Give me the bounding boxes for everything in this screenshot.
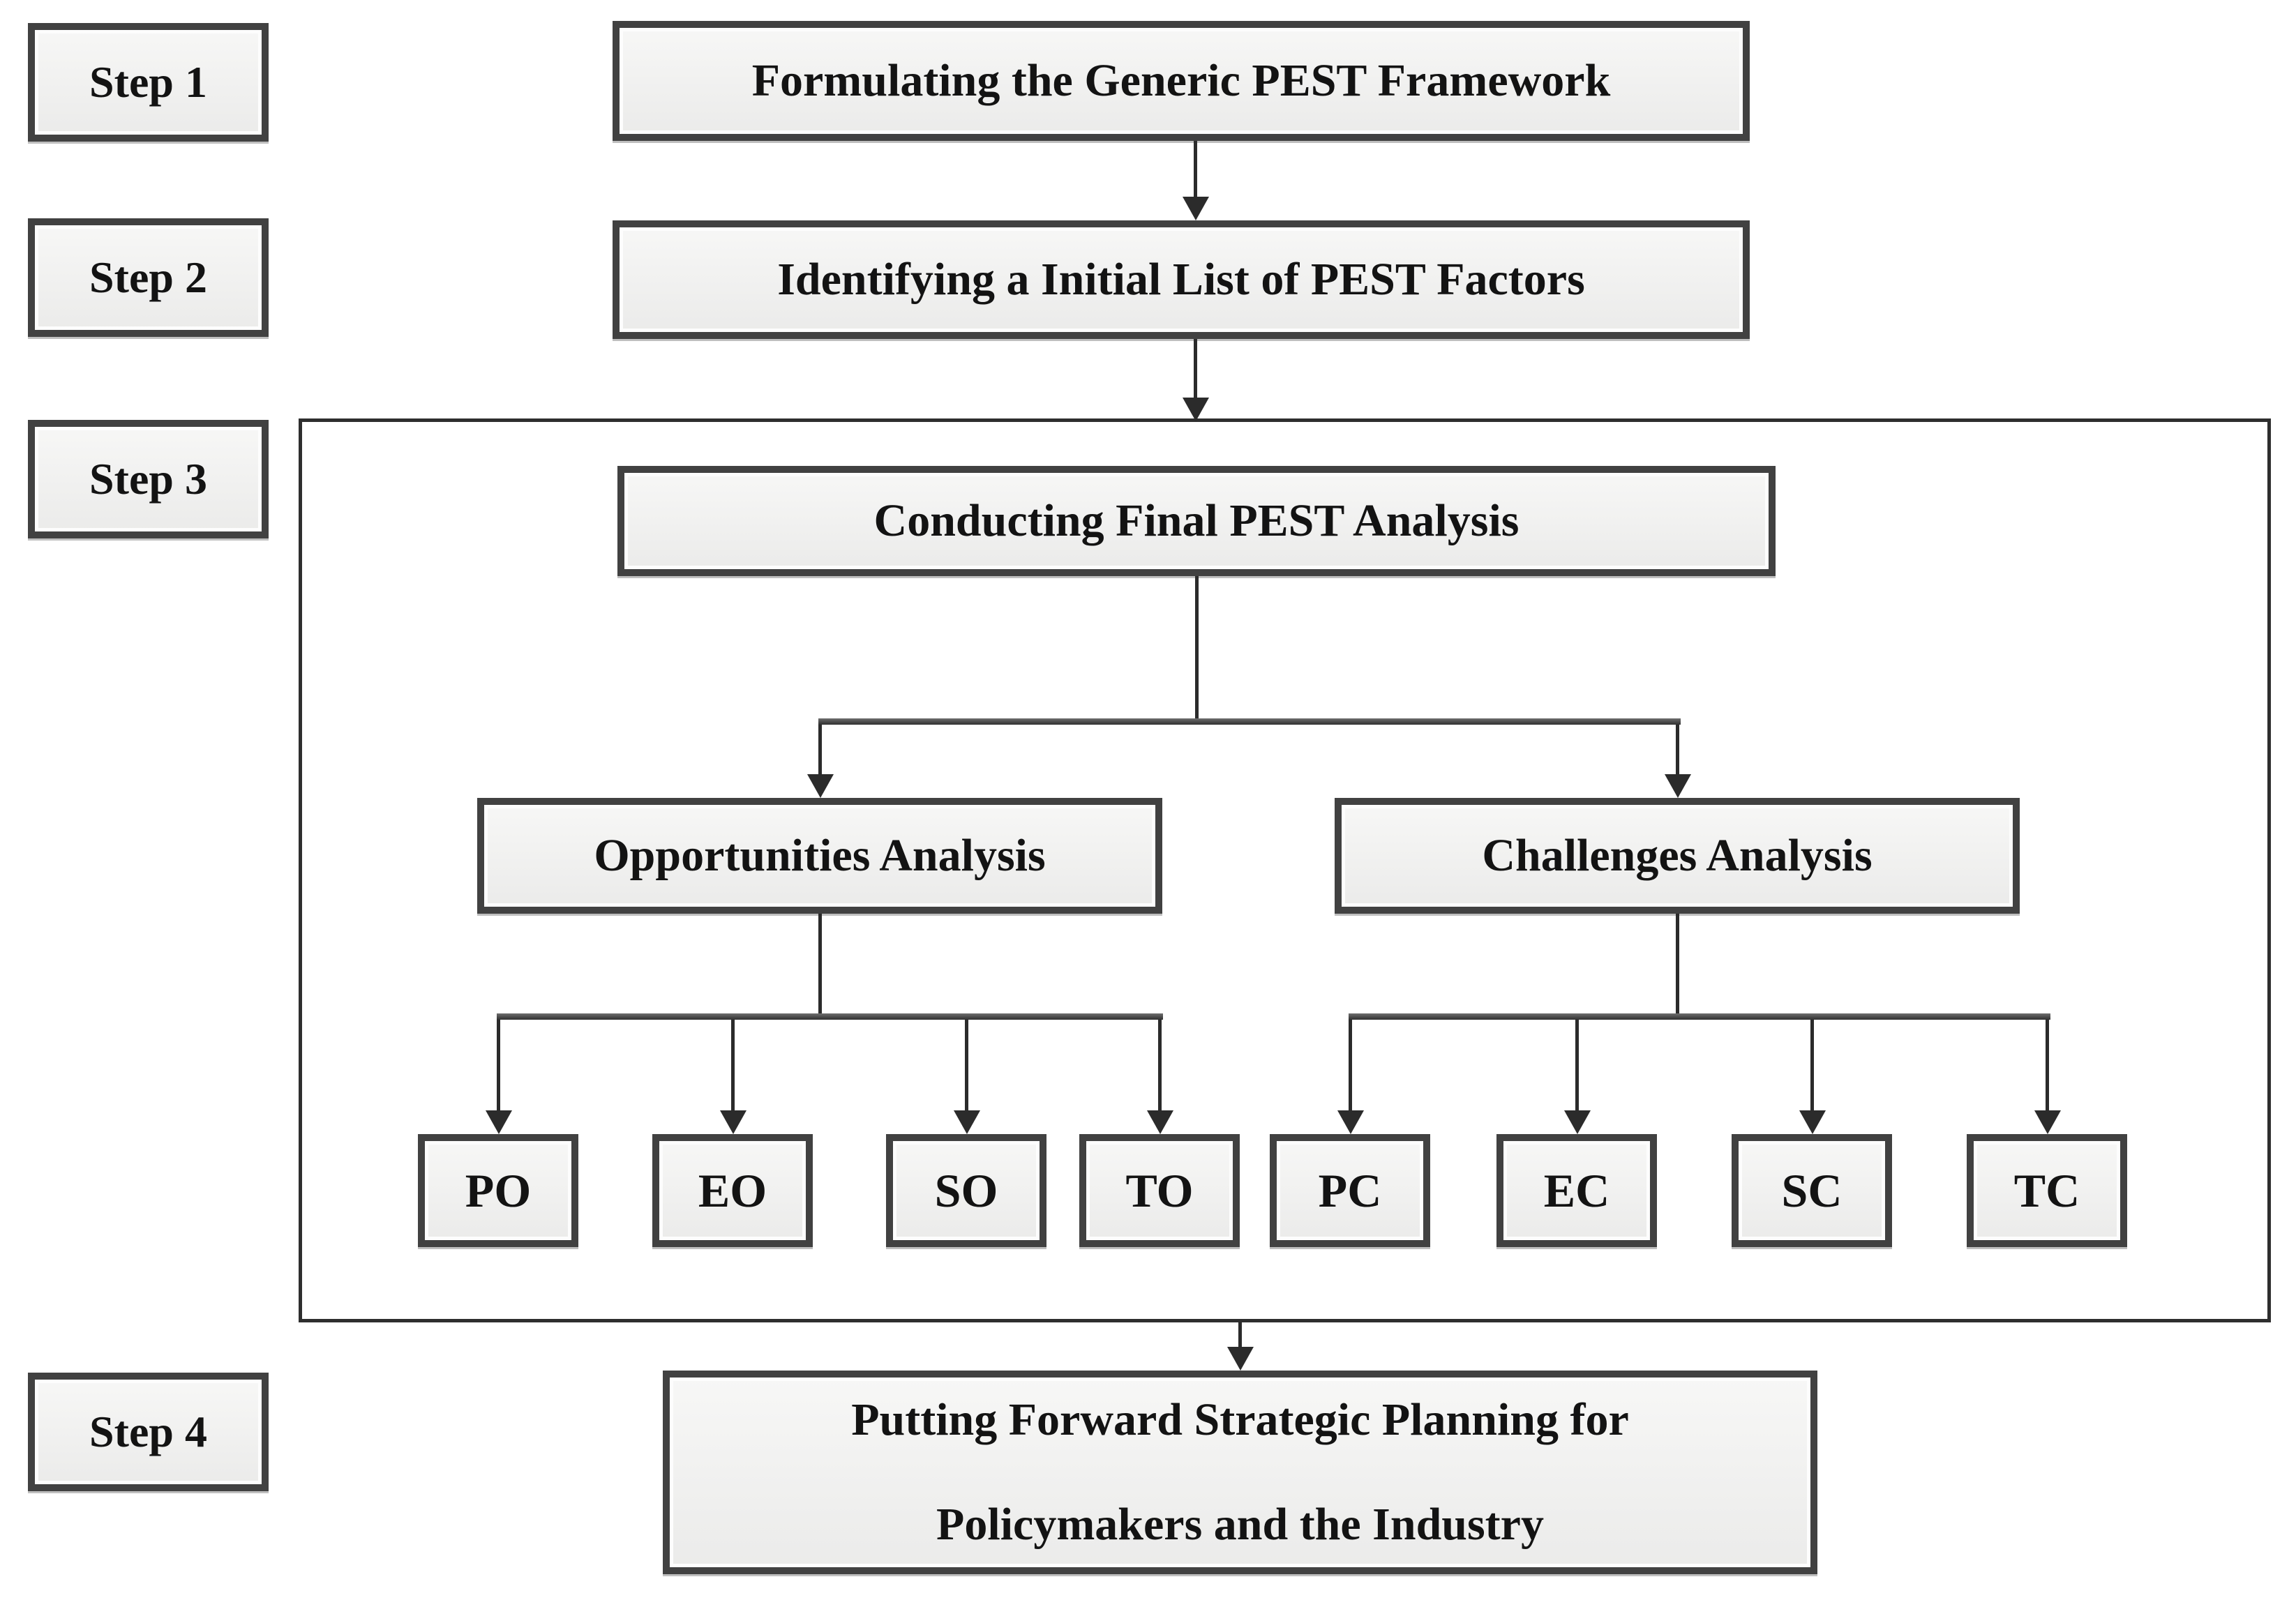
step-1-label-box: Step 1 [28,23,269,142]
connector-to-pc-arrow [1349,1020,1352,1110]
leaf-box-pc: PC [1270,1134,1430,1247]
challenges-analysis-label: Challenges Analysis [1482,830,1873,881]
leaf-label-eo: EO [698,1163,767,1217]
leaf-label-pc: PC [1318,1163,1382,1217]
connector-identify-to-step3-arrow [1194,339,1197,398]
connector-opportunities-stem [818,914,822,1017]
connector-to-opportunities-arrow [818,725,822,774]
formulate-framework-box: Formulating the Generic PEST Framework [613,21,1750,141]
conduct-analysis-label: Conducting Final PEST Analysis [873,495,1520,546]
leaf-label-tc: TC [2013,1163,2080,1217]
strategic-planning-line2: Policymakers and the Industry [936,1499,1544,1550]
leaf-box-eo: EO [652,1134,813,1247]
leaf-box-so: SO [886,1134,1046,1247]
step-3-label-box: Step 3 [28,420,269,538]
step3-group-frame [299,418,2271,1322]
opportunities-analysis-label: Opportunities Analysis [594,830,1046,881]
connector-challenges-stem [1676,914,1679,1017]
connector-to-challenges-arrow [1676,725,1679,774]
identify-factors-label: Identifying a Initial List of PEST Facto… [777,254,1585,305]
leaf-label-ec: EC [1543,1163,1610,1217]
step-2-label-box: Step 2 [28,218,269,337]
leaf-label-po: PO [465,1163,532,1217]
leaf-label-to: TO [1125,1163,1194,1217]
connector-to-sc-arrow [1810,1020,1814,1110]
connector-conduct-stem [1195,576,1199,720]
opportunities-analysis-box: Opportunities Analysis [477,798,1162,914]
connector-to-eo-arrow [731,1020,735,1110]
connector-to-tc-arrow [2046,1020,2049,1110]
strategic-planning-line1: Putting Forward Strategic Planning for [851,1394,1629,1445]
step-4-label: Step 4 [89,1407,207,1456]
leaf-box-tc: TC [1967,1134,2127,1247]
connector-to-po-arrow [497,1020,500,1110]
step-1-label: Step 1 [89,57,207,107]
leaf-box-to: TO [1079,1134,1240,1247]
connector-to-so-arrow [965,1020,968,1110]
connector-split-bar [818,718,1681,725]
leaf-label-so: SO [934,1163,998,1217]
leaf-box-ec: EC [1496,1134,1657,1247]
formulate-framework-label: Formulating the Generic PEST Framework [751,55,1611,106]
leaf-box-sc: SC [1732,1134,1892,1247]
identify-factors-box: Identifying a Initial List of PEST Facto… [613,220,1750,339]
connector-to-ec-arrow [1575,1020,1579,1110]
challenges-analysis-box: Challenges Analysis [1335,798,2020,914]
connector-step3-to-strategic-arrow [1238,1322,1242,1347]
leaf-box-po: PO [418,1134,578,1247]
connector-challenges-bar [1349,1013,2050,1020]
connector-to-to-arrow [1158,1020,1162,1110]
leaf-label-sc: SC [1781,1163,1843,1217]
step-2-label: Step 2 [89,252,207,302]
strategic-planning-box: Putting Forward Strategic Planning for P… [663,1371,1817,1574]
step-3-label: Step 3 [89,454,207,504]
connector-formulate-to-identify-arrow [1194,141,1197,197]
connector-opportunities-bar [497,1013,1163,1020]
step-4-label-box: Step 4 [28,1373,269,1491]
conduct-analysis-box: Conducting Final PEST Analysis [617,466,1776,576]
